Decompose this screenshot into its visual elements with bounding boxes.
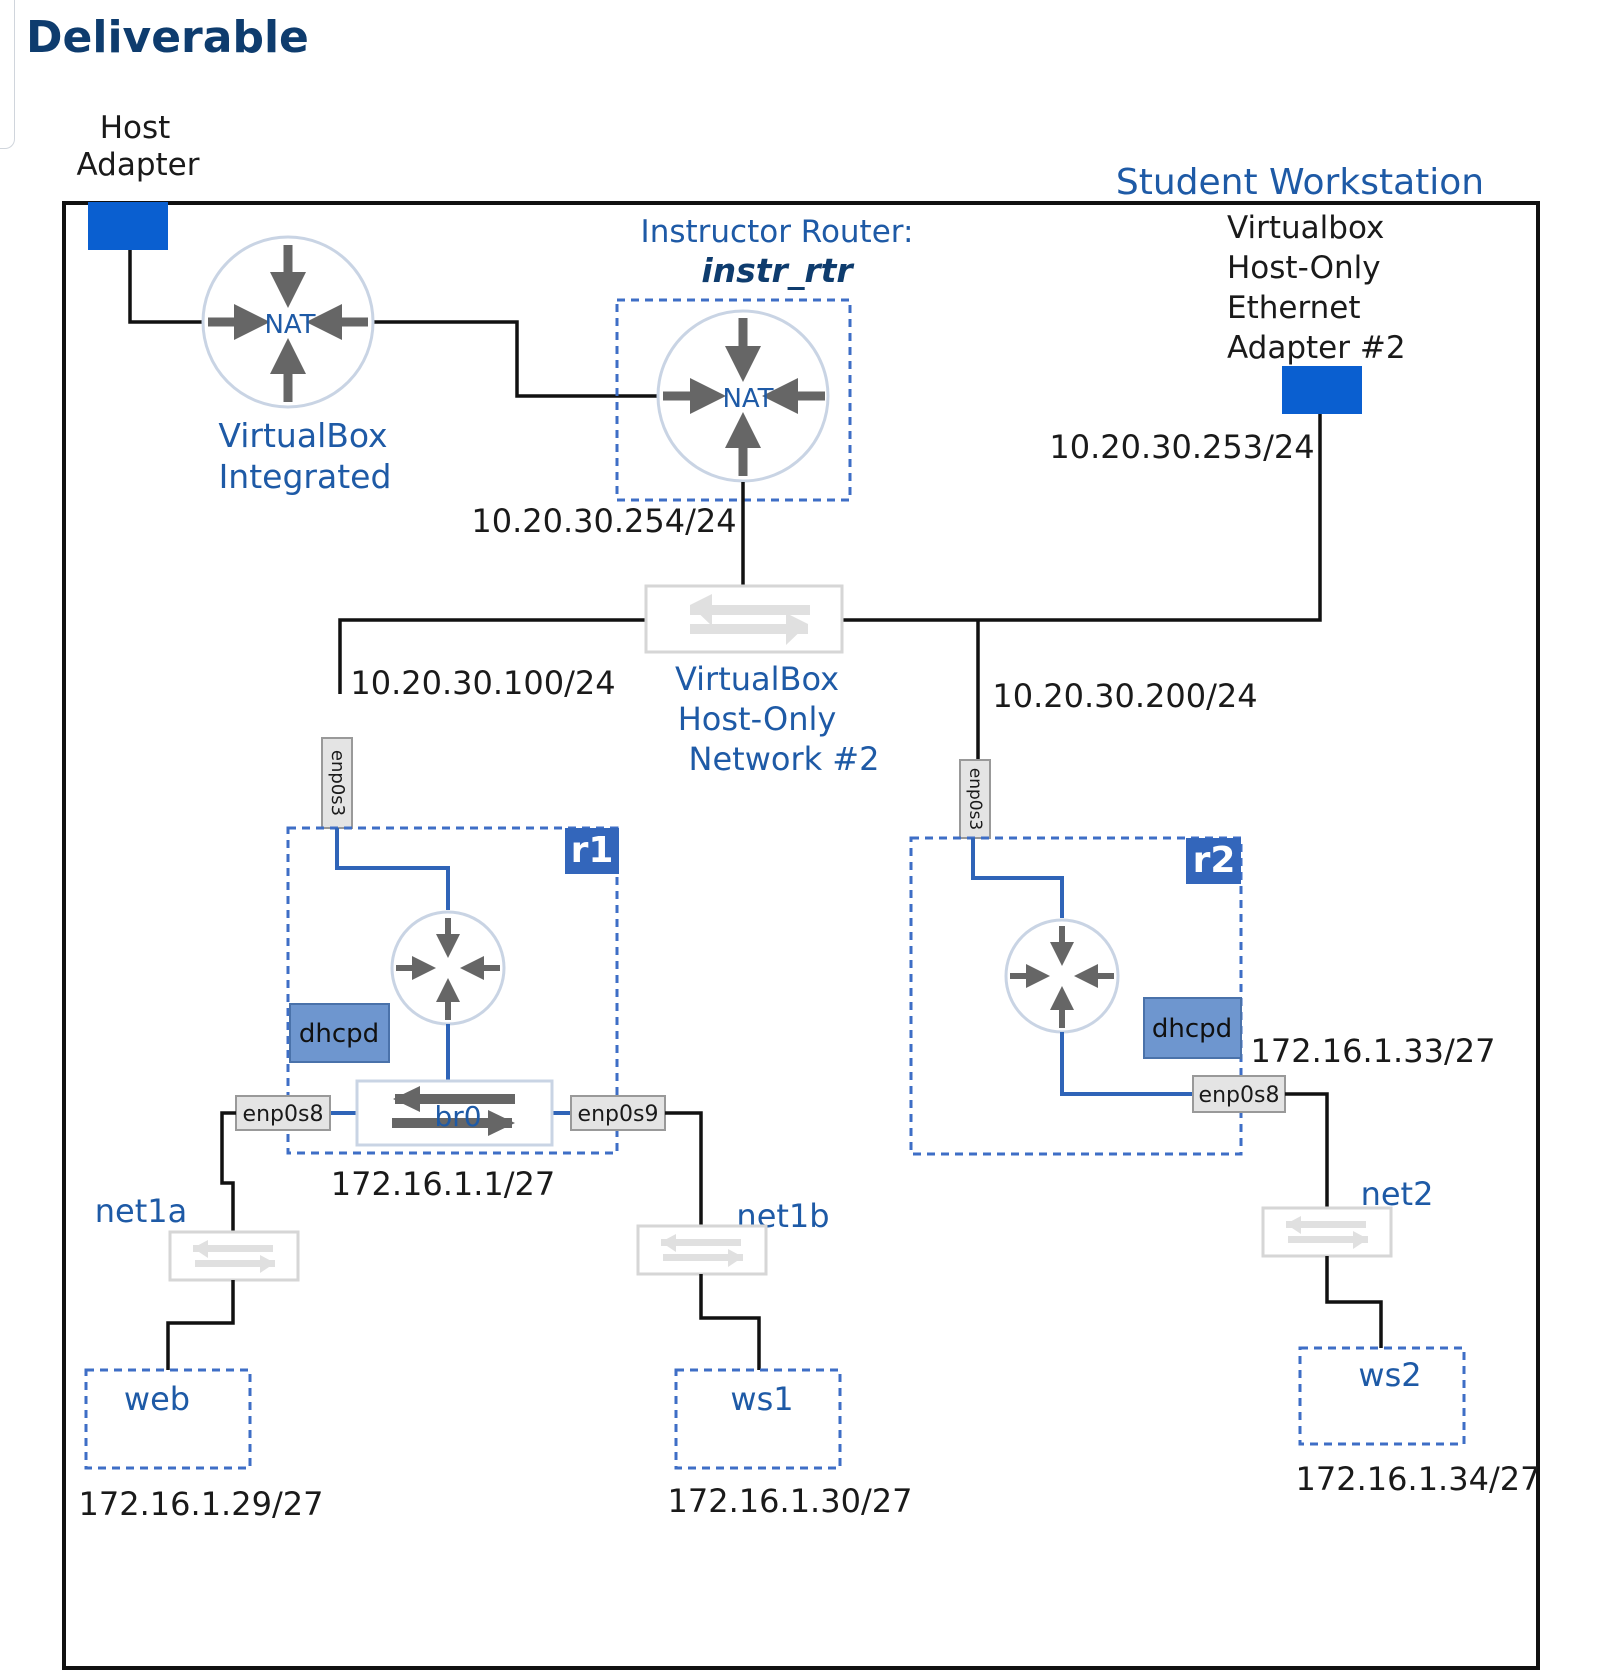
hostonly-adapter-line2: Host-Only: [1227, 250, 1381, 286]
hostonly-adapter-line1: Virtualbox: [1227, 210, 1384, 246]
r1-badge: [565, 828, 619, 874]
vbox-nat-router: [201, 235, 375, 409]
r1-wire-uplink: [335, 828, 450, 910]
r1-uplink-ip: 10.20.30.100/24: [350, 664, 615, 702]
instr-router-box: [615, 298, 852, 502]
r2-badge-label: r2: [1193, 840, 1236, 881]
r2-dhcpd-label: dhcpd: [1152, 1014, 1232, 1044]
r1-left-iface-label: enp0s8: [243, 1102, 324, 1127]
r2-wire-uplink: [971, 838, 1064, 918]
r1-badge-label: r1: [571, 830, 614, 871]
web-host-label: web: [124, 1380, 190, 1418]
wire-r2-to-net2: [1285, 1092, 1329, 1208]
ws2-host: [1298, 1346, 1466, 1446]
wire-r1-to-net1a: [220, 1111, 236, 1232]
hostonly-network-line3: Network #2: [689, 740, 880, 778]
web-host-ip: 172.16.1.29/27: [79, 1485, 324, 1523]
r1-dhcpd: [289, 1003, 390, 1063]
vbox-integrated-line1: VirtualBox: [218, 416, 387, 455]
wire-r1-to-net1b: [665, 1111, 703, 1226]
hostonly-adapter-line3: Ethernet: [1227, 290, 1361, 326]
hostonly-adapter: [1282, 366, 1362, 414]
hostonly-adapter-line4: Adapter #2: [1227, 330, 1406, 366]
r2-uplink-ip: 10.20.30.200/24: [992, 677, 1257, 715]
r1-bridge-ip: 172.16.1.1/27: [331, 1165, 556, 1203]
r1-box: [286, 826, 619, 1155]
hostonly-network-line1: VirtualBox: [675, 660, 839, 698]
hostonly-adapter-ip: 10.20.30.253/24: [1049, 428, 1314, 466]
r2-wire-to-lan: [1060, 1032, 1193, 1096]
r2-uplink-iface: [959, 759, 991, 839]
r2-lan-iface: [1192, 1075, 1286, 1113]
r2-uplink-iface-label: enp0s3: [965, 768, 985, 831]
r2-badge: [1186, 838, 1241, 884]
r2-dhcpd: [1143, 997, 1242, 1059]
wire-net1a-to-web: [166, 1280, 235, 1370]
r1-router-icon: [390, 910, 506, 1026]
r1-left-iface: [235, 1095, 331, 1131]
host-adapter: [88, 202, 168, 250]
r1-dhcpd-label: dhcpd: [299, 1019, 379, 1049]
page-title: Deliverable: [26, 12, 309, 63]
ws1-host-ip: 172.16.1.30/27: [668, 1482, 913, 1520]
r1-right-iface: [570, 1095, 666, 1131]
r1-uplink-iface: [321, 737, 353, 829]
r2-lan-ip: 172.16.1.33/27: [1251, 1032, 1496, 1070]
instr-nat-router: [656, 309, 830, 483]
r1-right-iface-label: enp0s9: [578, 1102, 659, 1127]
workstation-label: Student Workstation: [1116, 162, 1484, 203]
r1-uplink-iface-label: enp0s3: [327, 750, 348, 816]
ws2-host-ip: 172.16.1.34/27: [1296, 1460, 1541, 1498]
wire-nat-to-instr: [370, 320, 660, 398]
web-host: [84, 1368, 252, 1470]
ws2-host-label: ws2: [1358, 1356, 1421, 1394]
r1-bridge-label: br0: [434, 1100, 481, 1133]
vbox-nat-label: NAT: [264, 310, 315, 340]
vbox-integrated-line2: Integrated: [219, 457, 392, 496]
workstation-frame: [62, 201, 1540, 1670]
r2-lan-iface-label: enp0s8: [1199, 1083, 1280, 1108]
r2-router-icon: [1004, 918, 1120, 1034]
instr-router-ip: 10.20.30.254/24: [471, 502, 736, 540]
r2-box: [909, 836, 1243, 1156]
instr-router-label: Instructor Router:: [641, 214, 914, 250]
net1a-switch: [168, 1230, 300, 1282]
host-adapter-label-line2: Adapter: [77, 147, 200, 183]
wire-host-to-nat: [128, 250, 210, 324]
instr-nat-label: NAT: [722, 384, 773, 414]
hostonly-switch: [644, 584, 844, 654]
ws1-host: [674, 1368, 842, 1470]
page-frame: [0, 0, 15, 149]
net1b-switch: [636, 1224, 768, 1276]
wire-net2-to-ws2: [1325, 1256, 1383, 1348]
net2-switch: [1261, 1206, 1393, 1258]
hostonly-network-line2: Host-Only: [678, 700, 837, 738]
net1a-label: net1a: [95, 1192, 187, 1230]
instr-router-name: instr_rtr: [701, 251, 854, 290]
wire-net1b-to-ws1: [699, 1274, 761, 1370]
host-adapter-label-line1: Host: [100, 110, 171, 146]
ws1-host-label: ws1: [730, 1380, 793, 1418]
r1-bridge: [355, 1079, 554, 1147]
